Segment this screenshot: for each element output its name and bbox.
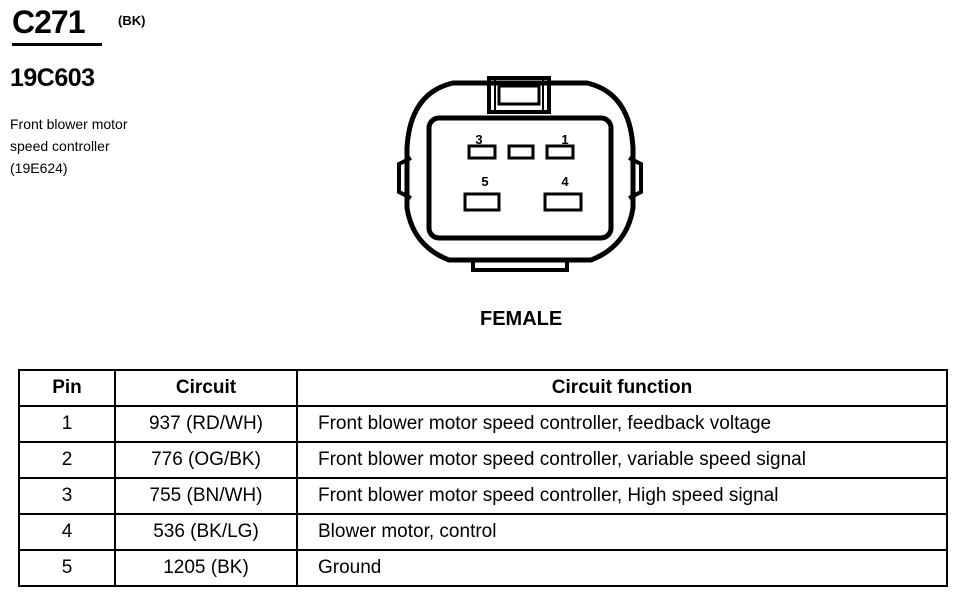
pin-label: 5 <box>481 174 488 189</box>
circuit-function-cell: Front blower motor speed controller, Hig… <box>296 477 948 515</box>
table-row: 5 1205 (BK) Ground <box>18 549 948 587</box>
pin-cell: 4 <box>18 513 116 551</box>
circuit-cell: 776 (OG/BK) <box>114 441 298 479</box>
connector-face-diagram: 3 1 5 4 <box>397 76 643 272</box>
component-description-line: speed controller <box>10 138 110 154</box>
connector-color: (BK) <box>118 13 146 28</box>
pin-cell: 1 <box>18 405 116 443</box>
connector-inner-cavity <box>426 115 614 241</box>
terminal-pin-4 <box>543 192 583 212</box>
circuit-function-cell: Blower motor, control <box>296 513 948 551</box>
component-description-line: (19E624) <box>10 160 68 176</box>
connector-outer-housing <box>404 80 636 263</box>
circuit-cell: 937 (RD/WH) <box>114 405 298 443</box>
table-row: 3 755 (BN/WH) Front blower motor speed c… <box>18 477 948 515</box>
circuit-function-cell: Front blower motor speed controller, var… <box>296 441 948 479</box>
terminal-pin-1 <box>545 144 575 160</box>
connector-gender-label: FEMALE <box>480 308 563 330</box>
column-header-circuit-function: Circuit function <box>296 369 948 407</box>
connector-id: C271 <box>12 4 85 40</box>
circuit-function-cell: Front blower motor speed controller, fee… <box>296 405 948 443</box>
connector-side-rib-left <box>397 156 412 200</box>
column-header-pin: Pin <box>18 369 116 407</box>
pin-cell: 2 <box>18 441 116 479</box>
circuit-cell: 1205 (BK) <box>114 549 298 587</box>
terminal-pin-5 <box>463 192 501 212</box>
pin-label: 1 <box>561 132 568 147</box>
pinout-table: Pin Circuit Circuit function 1 937 (RD/W… <box>18 369 948 587</box>
connector-side-rib-right <box>628 156 643 200</box>
connector-locking-tab <box>487 76 551 114</box>
table-row: 2 776 (OG/BK) Front blower motor speed c… <box>18 441 948 479</box>
terminal-pin-3 <box>467 144 497 160</box>
connector-id-underline <box>12 43 102 46</box>
column-header-circuit: Circuit <box>114 369 298 407</box>
component-description-line: Front blower motor <box>10 116 128 132</box>
pin-cell: 3 <box>18 477 116 515</box>
pin-label: 4 <box>561 174 569 189</box>
pin-cell: 5 <box>18 549 116 587</box>
terminal-pin-2 <box>507 144 535 160</box>
connector-bottom-lip <box>471 260 569 272</box>
circuit-cell: 536 (BK/LG) <box>114 513 298 551</box>
table-row: 4 536 (BK/LG) Blower motor, control <box>18 513 948 551</box>
table-row: 1 937 (RD/WH) Front blower motor speed c… <box>18 405 948 443</box>
part-number: 19C603 <box>10 64 95 92</box>
circuit-cell: 755 (BN/WH) <box>114 477 298 515</box>
table-header-row: Pin Circuit Circuit function <box>18 369 948 407</box>
circuit-function-cell: Ground <box>296 549 948 587</box>
pin-label: 3 <box>475 132 482 147</box>
